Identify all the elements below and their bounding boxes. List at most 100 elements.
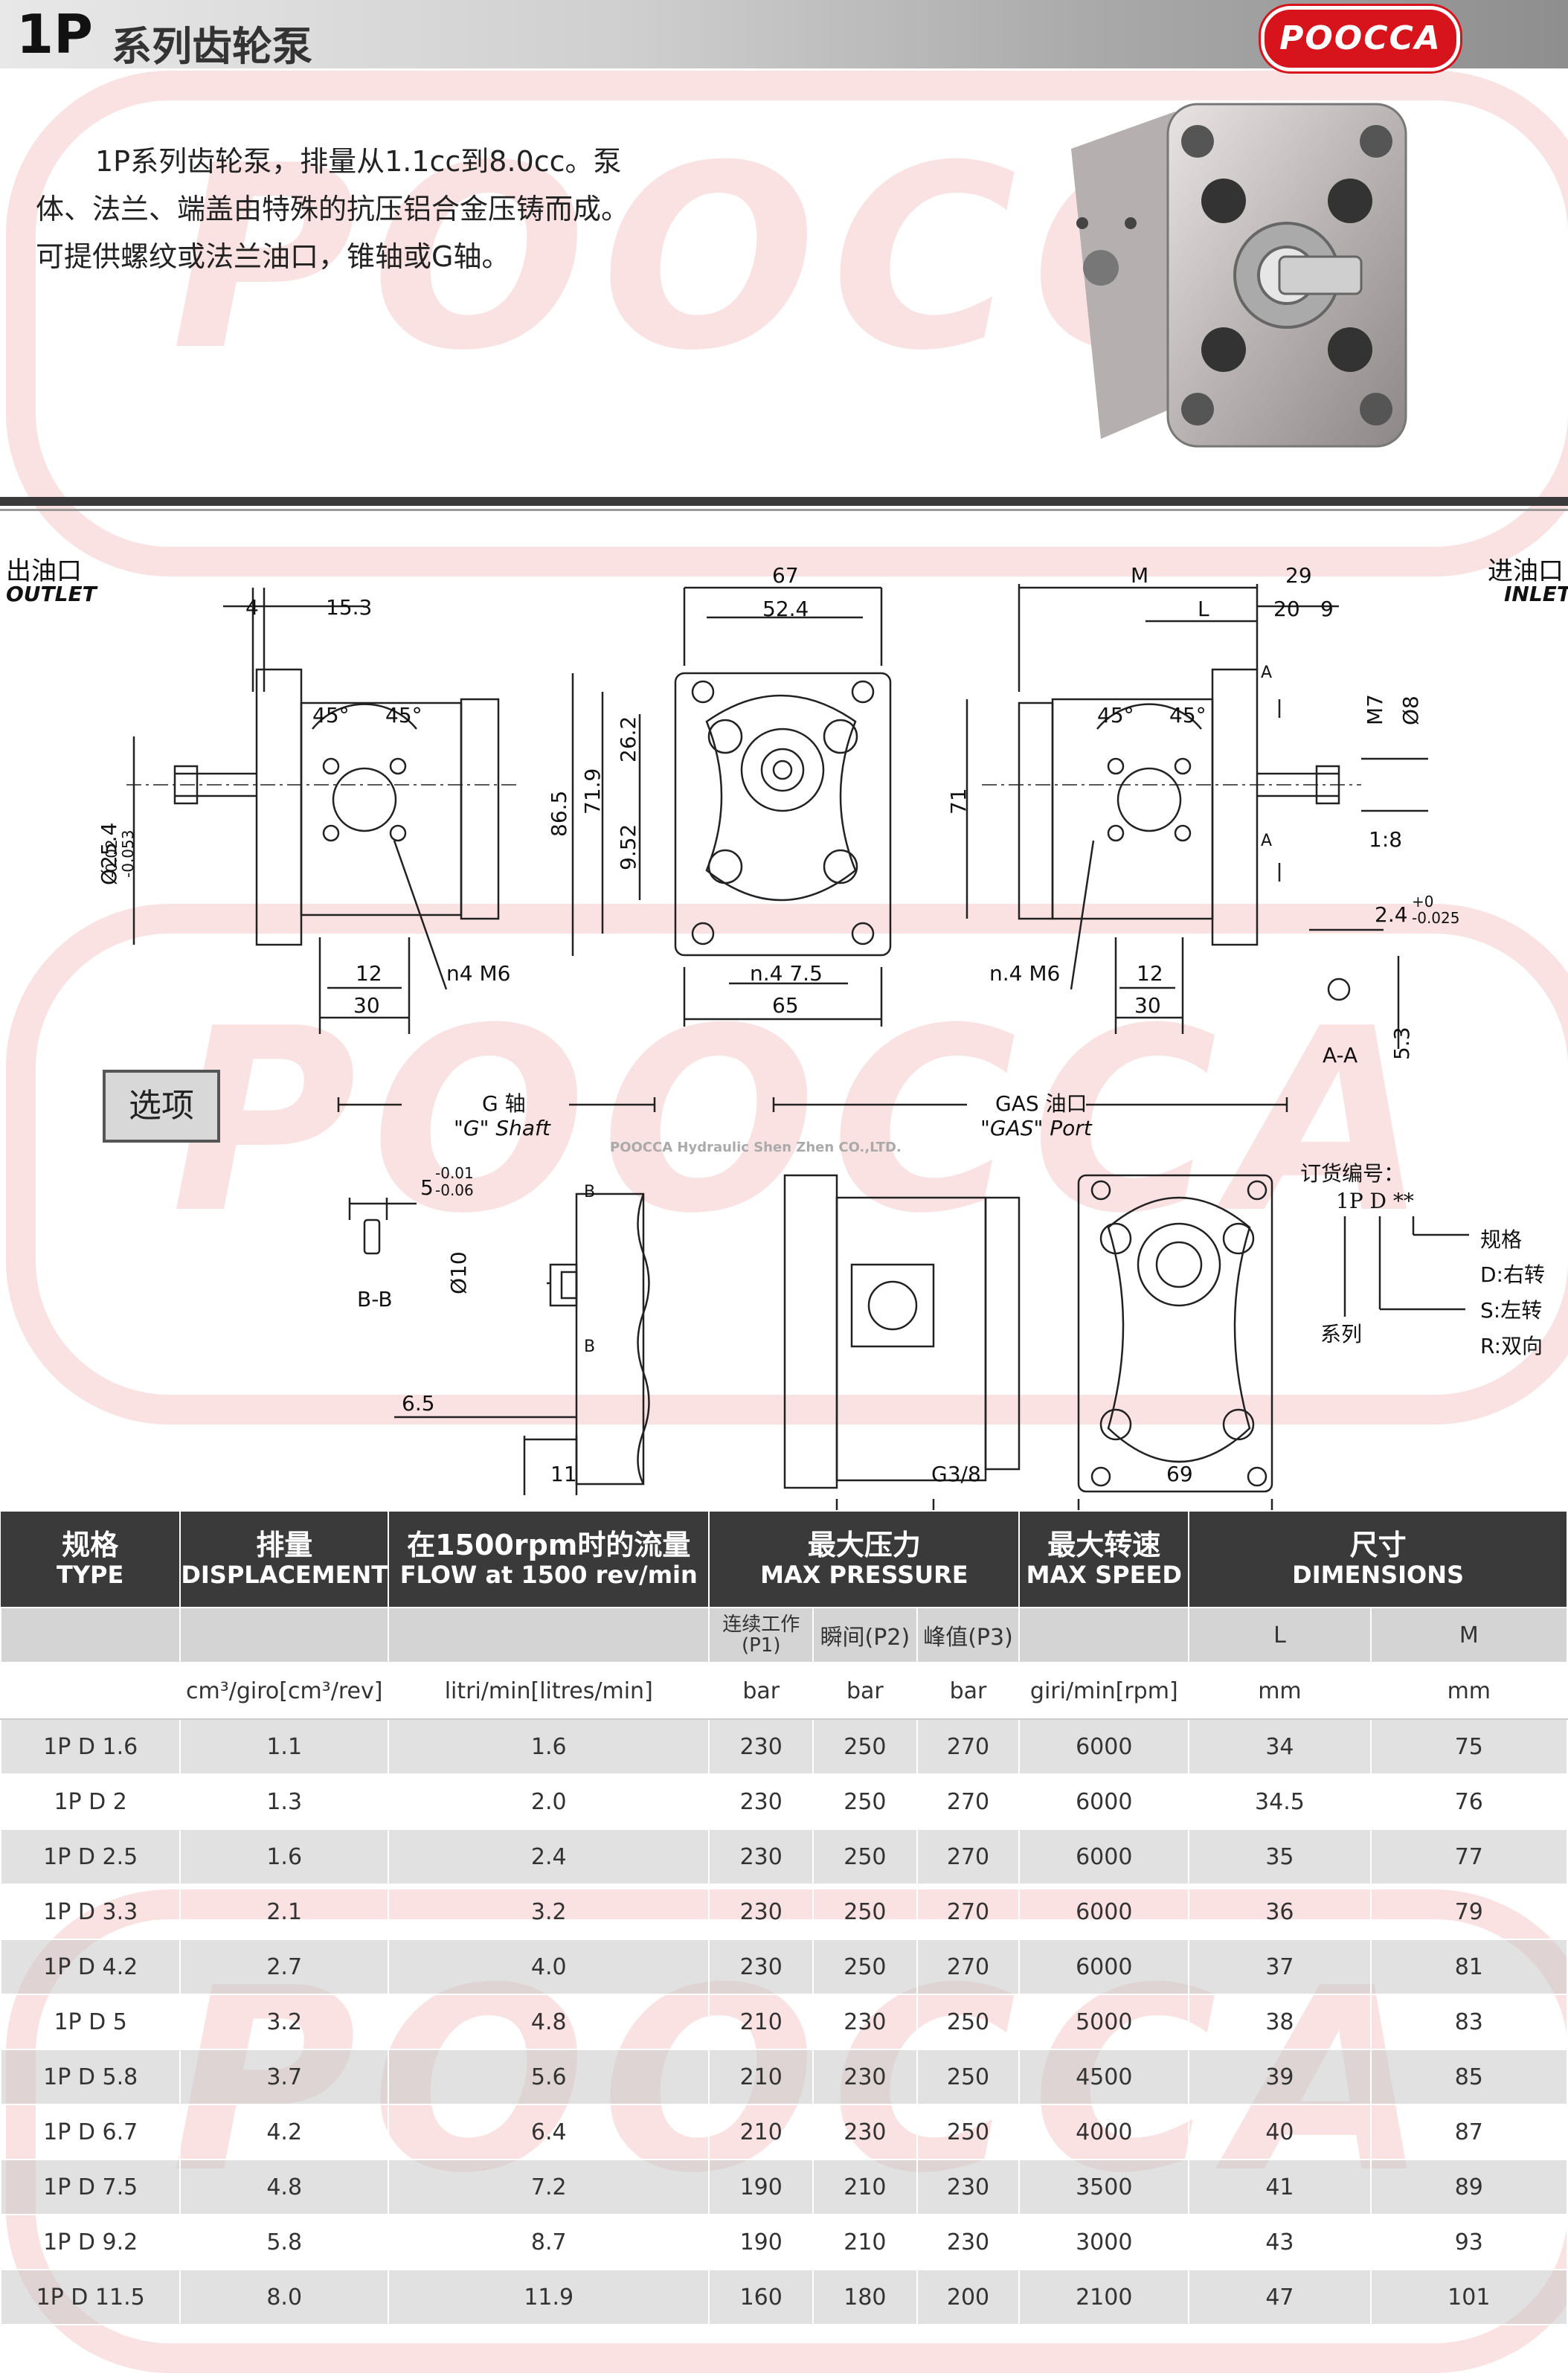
dim-71: 71 (946, 788, 971, 815)
intro-line-1: 1P系列齿轮泵，排量从1.1cc到8.0cc。泵 (95, 145, 622, 178)
table-cell: 230 (812, 2049, 918, 2105)
dim-5: 5 (420, 1175, 434, 1200)
table-cell: 6000 (1018, 1884, 1190, 1940)
dim-45-left: 45° (312, 703, 350, 728)
order-both: R:双向 (1480, 1334, 1543, 1358)
intro-text: 1P系列齿轮泵，排量从1.1cc到8.0cc。泵 体、法兰、端盖由特殊的抗压铝合… (36, 138, 668, 280)
dim-45-left-b: 45° (385, 703, 422, 728)
table-cell: 11.9 (388, 2269, 710, 2325)
table-cell: 230 (708, 1828, 814, 1885)
table-cell: 81 (1369, 1939, 1568, 1995)
technical-drawing (126, 584, 1469, 1510)
gas-port-view (772, 1097, 1288, 1510)
order-code-title: 订货编号： (1300, 1161, 1405, 1186)
order-series: 系列 (1320, 1322, 1363, 1346)
table-cell: 40 (1188, 2104, 1372, 2160)
table-cell: 4.8 (179, 2159, 390, 2215)
sub1-cell (0, 1607, 181, 1663)
model-title: 1P (16, 3, 93, 65)
table-cell: 39 (1188, 2049, 1372, 2105)
g-shaft-title-cn: G 轴 (482, 1091, 526, 1116)
table-cell: 180 (812, 2269, 918, 2325)
dim-6-5: 6.5 (402, 1391, 435, 1416)
options-label: 选项 (103, 1070, 220, 1143)
section-b-top: B (584, 1183, 596, 1201)
section-divider (0, 497, 1568, 506)
dim-2-4-tol-up: +0 (1412, 893, 1434, 911)
table-cell: 1P D 9.2 (0, 2214, 181, 2270)
table-cell: 75 (1369, 1718, 1568, 1775)
table-cell: 36 (1188, 1884, 1372, 1940)
subheader-row-1: 连续工作(P1) 瞬间(P2) 峰值(P3) L M (0, 1607, 1568, 1663)
table-cell: 101 (1369, 2269, 1568, 2325)
table-cell: 93 (1369, 2214, 1568, 2270)
table-cell: 2.1 (179, 1884, 390, 1940)
dim-5-tol-dn: -0.06 (435, 1181, 474, 1199)
sub1-cell (388, 1607, 710, 1663)
table-cell: 250 (812, 1828, 918, 1885)
table-cell: 250 (916, 1994, 1021, 2050)
table-cell: 250 (812, 1939, 918, 1995)
table-cell: 230 (812, 2104, 918, 2160)
table-cell: 1.6 (388, 1718, 710, 1775)
table-cell: 76 (1369, 1773, 1568, 1830)
dim-M: M (1131, 563, 1149, 588)
outlet-label-en: OUTLET (6, 582, 97, 606)
table-cell: 79 (1369, 1884, 1568, 1940)
subheader-row-2: cm³/giro[cm³/rev] litri/min[litres/min] … (0, 1662, 1568, 1720)
section-b-b: B-B (357, 1287, 393, 1311)
table-cell: 1P D 7.5 (0, 2159, 181, 2215)
table-cell: 2.0 (388, 1773, 710, 1830)
dim-A-top: A (1261, 664, 1273, 682)
table-cell: 85 (1369, 2049, 1568, 2105)
sub1-cell-L: L (1188, 1607, 1372, 1663)
watermark-logo-mid: POOCCA (171, 974, 1443, 1269)
table-cell: 210 (708, 2104, 814, 2160)
table-cell: 34.5 (1188, 1773, 1372, 1830)
section-divider-thin (0, 509, 1568, 511)
dim-L: L (1198, 597, 1209, 621)
dim-25-4-tol-dn: -0.053 (119, 829, 137, 878)
section-b-bottom: B (584, 1338, 596, 1356)
table-cell: 77 (1369, 1828, 1568, 1885)
table-cell: 4.2 (179, 2104, 390, 2160)
table-cell: 230 (916, 2214, 1021, 2270)
order-code: 1P D ** (1336, 1189, 1414, 1213)
dim-69: 69 (1166, 1462, 1193, 1486)
dim-A-bottom: A (1261, 832, 1273, 850)
dim-45-right-b: 45° (1169, 703, 1206, 728)
left-view (126, 588, 521, 1034)
table-cell: 250 (916, 2049, 1021, 2105)
table-cell: 4000 (1018, 2104, 1190, 2160)
sub1-cell-p1: 连续工作(P1) (708, 1607, 814, 1663)
table-cell: 5.8 (179, 2214, 390, 2270)
table-cell: 270 (916, 1828, 1021, 1885)
table-cell: 6000 (1018, 1939, 1190, 1995)
section-a-a: A-A (1323, 1043, 1358, 1067)
table-cell: 1P D 1.6 (0, 1718, 181, 1775)
dim-n4-m6-left: n4 M6 (446, 961, 511, 986)
table-cell: 1P D 6.7 (0, 2104, 181, 2160)
unit-cell: bar (812, 1662, 918, 1720)
table-cell: 270 (916, 1939, 1021, 1995)
dim-4: 4 (245, 595, 259, 620)
gas-port-title-cn: GAS 油口 (995, 1091, 1087, 1116)
unit-cell: litri/min[litres/min] (388, 1662, 710, 1720)
table-cell: 47 (1188, 2269, 1372, 2325)
table-cell: 1P D 5 (0, 1994, 181, 2050)
dim-45-right: 45° (1097, 703, 1134, 728)
dim-86-5: 86.5 (547, 790, 571, 837)
brand-logo: POOCCA (1261, 6, 1460, 71)
sub1-cell-p2: 瞬间(P2) (812, 1607, 918, 1663)
table-cell: 3.7 (179, 2049, 390, 2105)
dim-15-3: 15.3 (326, 595, 373, 620)
sub1-cell-M: M (1369, 1607, 1568, 1663)
